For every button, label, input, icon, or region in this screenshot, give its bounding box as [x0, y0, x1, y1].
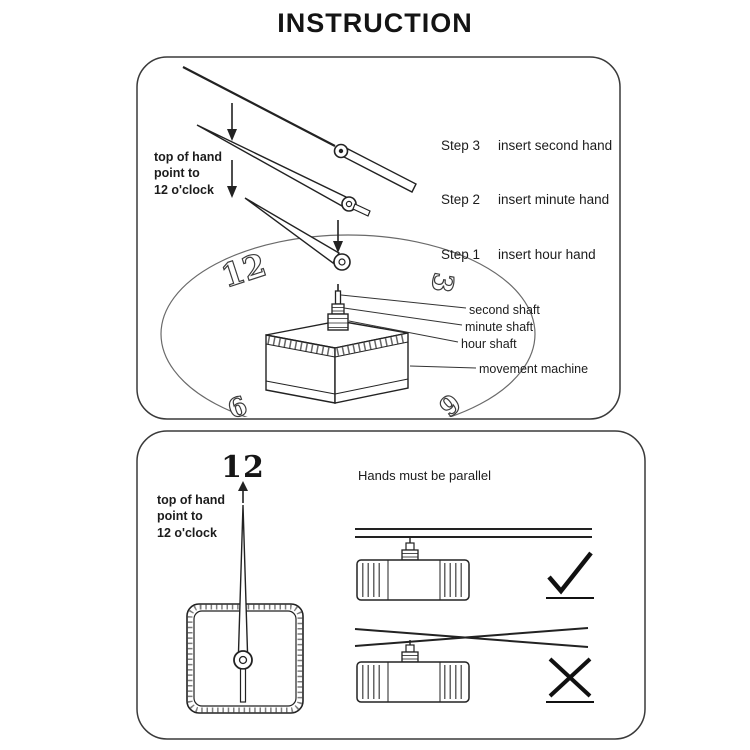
down-arrow-icon-1 [227, 103, 237, 141]
x-mark-icon [546, 657, 594, 703]
movement-machine-label: movement machine [479, 362, 589, 376]
panel1-border [136, 56, 621, 420]
minute-hand-drawing [196, 124, 371, 217]
note-line-3: 12 o'clock [154, 182, 214, 197]
page-title: INSTRUCTION [277, 8, 473, 38]
hand-alignment-note-top: top of hand point to 12 o'clock [154, 149, 222, 198]
second-shaft-label: second shaft [469, 303, 540, 317]
step-1-row: Step 1 insert hour hand [441, 246, 596, 264]
nonparallel-example-drawing [354, 627, 589, 703]
step-2-text: insert minute hand [498, 192, 610, 207]
note-line-2: point to [157, 509, 203, 524]
pointer-needle-drawing [233, 504, 253, 703]
hour-hand-drawing [244, 197, 351, 271]
note-line-3: 12 o'clock [157, 525, 217, 540]
step-2-row: Step 2 insert minute hand [441, 191, 609, 209]
hour-shaft-label: hour shaft [461, 337, 517, 351]
parallel-example-drawing [355, 528, 592, 601]
panel2-border [136, 430, 646, 740]
label-pointer-lines [340, 294, 477, 369]
down-arrow-icon-3 [333, 220, 343, 253]
step-3-text: insert second hand [498, 138, 613, 153]
note-line-1: top of hand [157, 493, 226, 507]
shaft-drawing [327, 284, 349, 331]
movement-machine-drawing [265, 320, 409, 404]
panel2-number-12: 12 [221, 450, 265, 485]
step-3-label: Step 3 [441, 138, 481, 153]
clock-number-6: 6 [433, 387, 466, 422]
step-3-row: Step 3 insert second hand [441, 137, 612, 155]
checkmark-icon [546, 551, 594, 599]
step-2-label: Step 2 [441, 192, 481, 207]
note-line-1: top of hand [154, 150, 223, 164]
clock-number-12: 12 [217, 246, 271, 296]
clock-face-arc [160, 234, 536, 417]
step-1-label: Step 1 [441, 247, 481, 262]
minute-shaft-label: minute shaft [465, 320, 534, 334]
note-line-2: point to [154, 166, 200, 181]
step-1-text: insert hour hand [498, 247, 596, 262]
parallel-note: Hands must be parallel [358, 468, 491, 483]
clock-number-9: 9 [223, 388, 250, 422]
second-hand-drawing [182, 66, 417, 193]
clock-number-3: 3 [424, 270, 460, 295]
up-arrow-icon [238, 481, 248, 503]
down-arrow-icon-2 [227, 160, 237, 198]
hand-alignment-note-bottom: top of hand point to 12 o'clock [157, 492, 225, 541]
